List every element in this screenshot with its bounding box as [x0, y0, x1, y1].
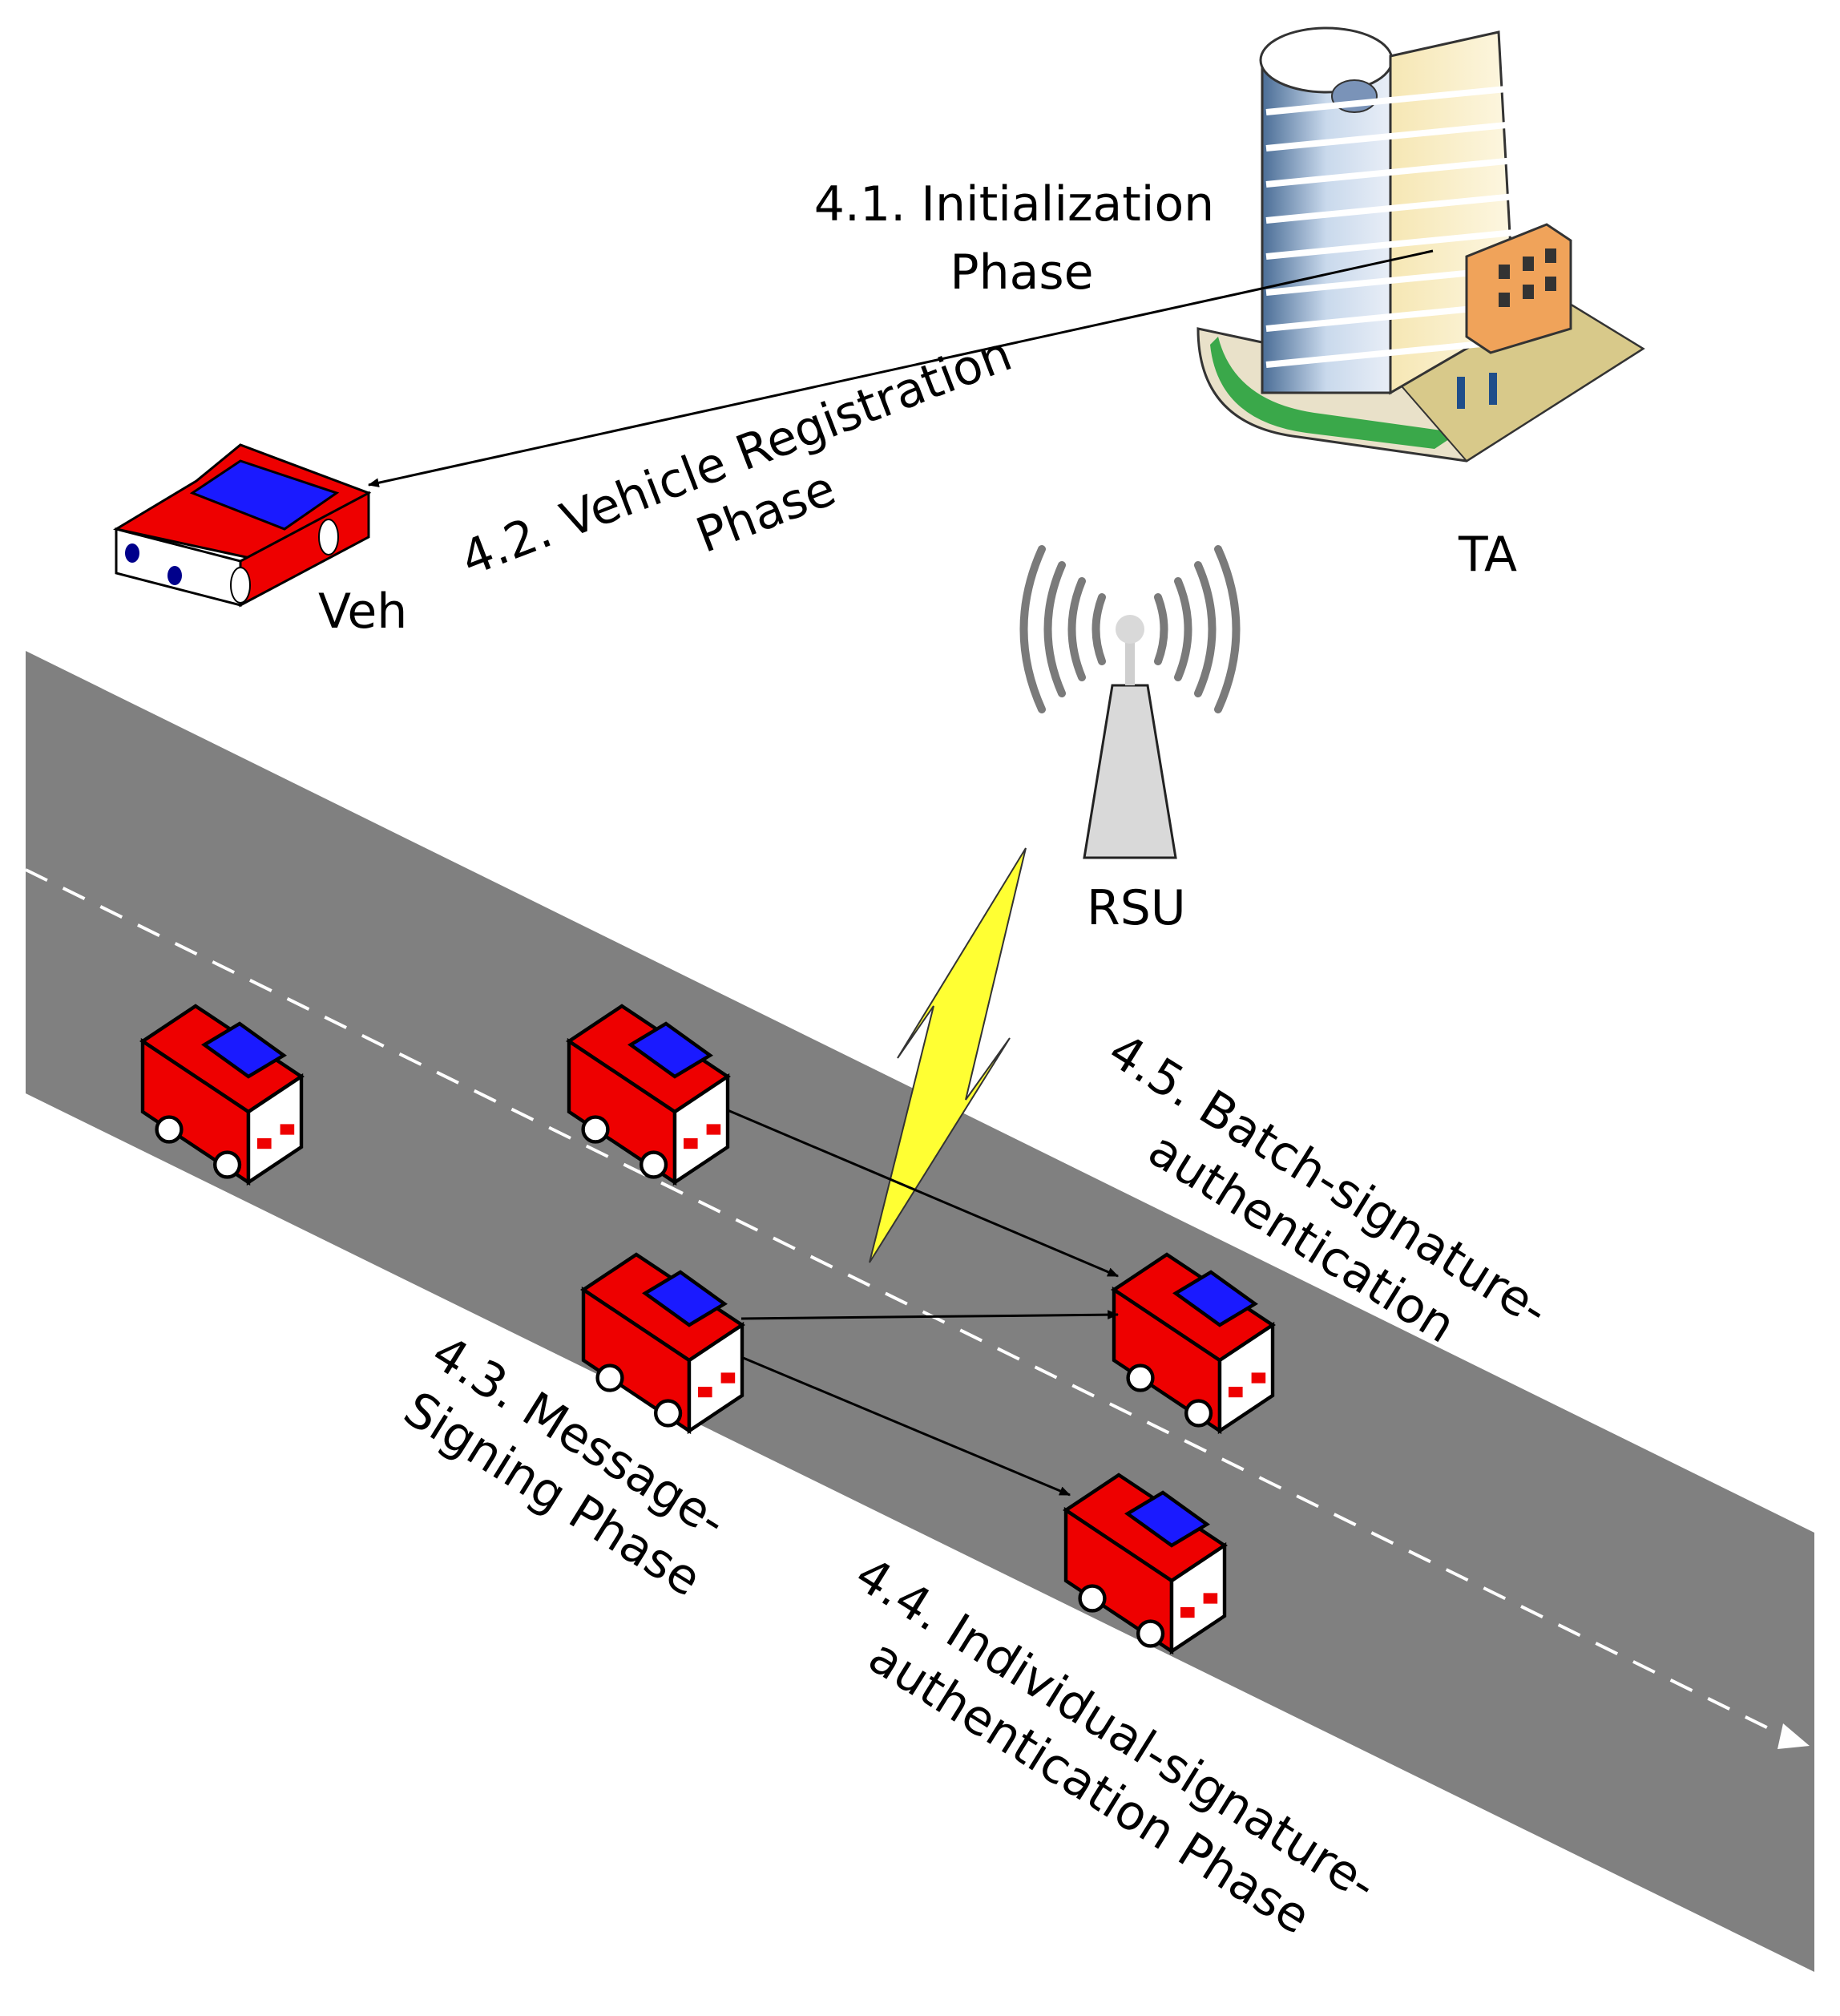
lightning-icon [869, 847, 1027, 1263]
vehicle-icon [112, 443, 372, 608]
arrow-batch-1 [727, 1109, 1120, 1278]
rsu-label: RSU [1087, 880, 1186, 936]
arrow-registration [367, 249, 1434, 487]
lane-divider [25, 868, 1784, 1737]
ta-building-icon [1196, 26, 1645, 463]
arrow-individual [740, 1355, 1071, 1497]
lane-arrow-icon [1777, 1723, 1810, 1749]
ta-label: TA [1458, 527, 1517, 583]
veh-label: Veh [318, 584, 407, 640]
arrow-batch-2 [740, 1310, 1120, 1320]
road [26, 651, 1814, 1972]
initialization-phase-label: 4.1. Initialization Phase [814, 176, 1230, 301]
rsu-tower-icon [1019, 545, 1241, 859]
registration-phase-label: 4.2. Vehicle Registration Phase [454, 321, 1055, 646]
